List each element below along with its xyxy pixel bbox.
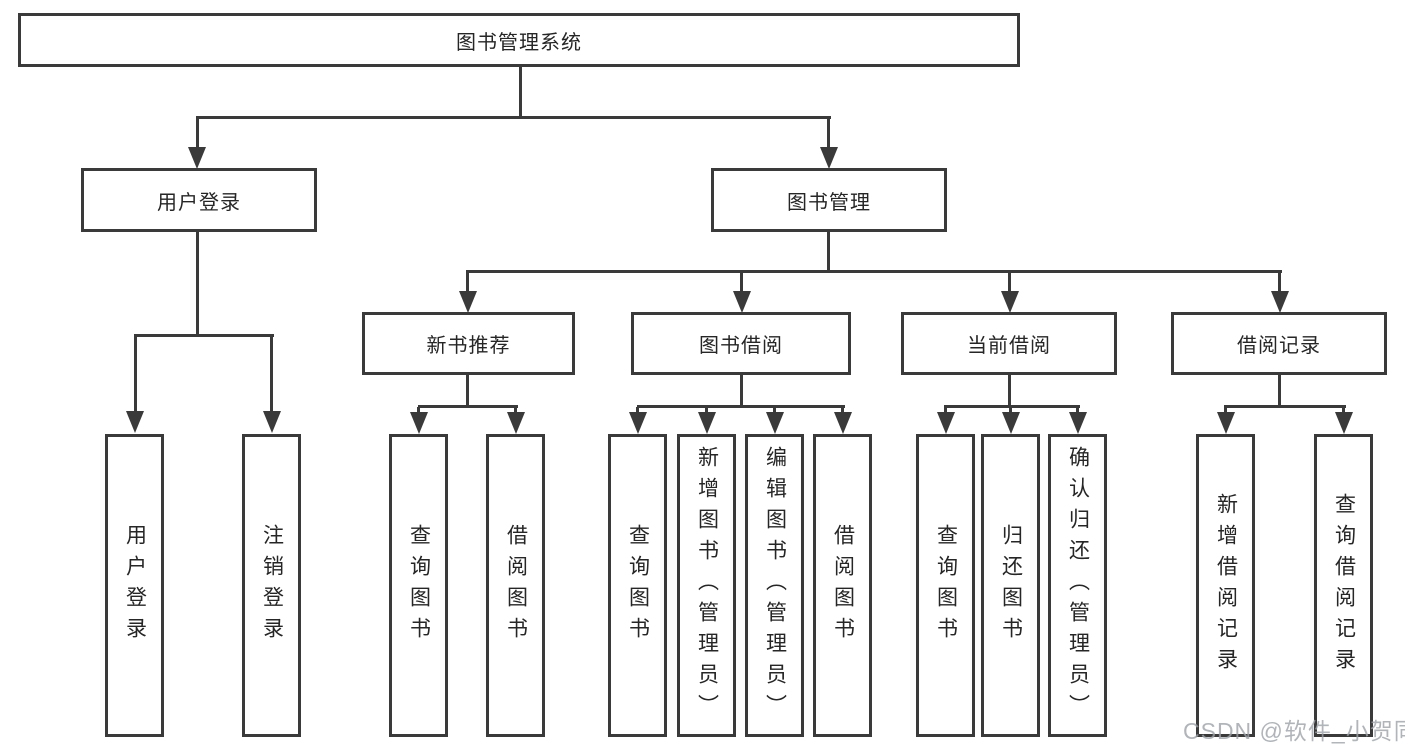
arrowhead-down-icon: [1002, 412, 1020, 434]
leaf-confirm-return-admin-label: 确认归还（管理员）: [1066, 446, 1090, 725]
leaf-confirm-return-admin: 确认归还（管理员）: [1048, 434, 1107, 737]
node-root-label: 图书管理系统: [456, 31, 582, 54]
leaf-user-login: 用户登录: [105, 434, 164, 737]
arrowhead-down-icon: [126, 411, 144, 433]
connector-line: [1278, 374, 1281, 407]
leaf-query-books-current-label: 查询图书: [934, 523, 958, 648]
connector-line: [196, 118, 199, 150]
leaf-query-borrow-record: 查询借阅记录: [1314, 434, 1373, 737]
node-user-login: 用户登录: [81, 168, 317, 232]
connector-line: [134, 336, 137, 413]
connector-line: [944, 405, 1080, 408]
connector-line: [1224, 407, 1227, 414]
arrowhead-down-icon: [1001, 291, 1019, 313]
connector-line: [466, 272, 469, 293]
arrowhead-down-icon: [459, 291, 477, 313]
node-borrow-records-label: 借阅记录: [1237, 335, 1321, 357]
arrowhead-down-icon: [507, 412, 525, 434]
arrowhead-down-icon: [766, 412, 784, 434]
connector-line: [196, 232, 199, 336]
watermark: CSDN @软件_小贺同学: [1183, 718, 1405, 744]
node-root: 图书管理系统: [18, 13, 1020, 67]
connector-line: [740, 272, 743, 293]
leaf-logout: 注销登录: [242, 434, 301, 737]
node-current-borrow: 当前借阅: [901, 312, 1117, 375]
leaf-borrow-books-recommend-label: 借阅图书: [504, 523, 528, 648]
leaf-borrow-books-recommend: 借阅图书: [486, 434, 545, 737]
connector-line: [466, 270, 1282, 273]
leaf-borrow-books: 借阅图书: [813, 434, 872, 737]
leaf-logout-label: 注销登录: [260, 523, 284, 648]
node-book-management: 图书管理: [711, 168, 947, 232]
connector-line: [773, 407, 776, 414]
connector-line: [636, 407, 639, 414]
node-book-borrow-label: 图书借阅: [699, 335, 783, 357]
arrowhead-down-icon: [188, 147, 206, 169]
leaf-return-book: 归还图书: [981, 434, 1040, 737]
connector-line: [944, 407, 947, 414]
connector-line: [827, 232, 830, 272]
arrowhead-down-icon: [937, 412, 955, 434]
leaf-add-book-admin-label: 新增图书（管理员）: [695, 446, 719, 725]
connector-line: [514, 407, 517, 414]
connector-line: [1224, 405, 1346, 408]
arrowhead-down-icon: [1335, 412, 1353, 434]
arrowhead-down-icon: [1069, 412, 1087, 434]
node-current-borrow-label: 当前借阅: [967, 335, 1051, 357]
node-book-management-label: 图书管理: [787, 191, 871, 214]
connector-line: [1008, 272, 1011, 293]
arrowhead-down-icon: [820, 147, 838, 169]
leaf-add-borrow-record: 新增借阅记录: [1196, 434, 1255, 737]
connector-line: [1278, 272, 1281, 293]
connector-line: [637, 405, 845, 408]
connector-line: [841, 407, 844, 414]
leaf-query-books-recommend-label: 查询图书: [407, 523, 431, 648]
arrowhead-down-icon: [629, 412, 647, 434]
arrowhead-down-icon: [263, 411, 281, 433]
connector-line: [740, 374, 743, 407]
arrowhead-down-icon: [1217, 412, 1235, 434]
arrowhead-down-icon: [1271, 291, 1289, 313]
arrowhead-down-icon: [733, 291, 751, 313]
leaf-user-login-label: 用户登录: [123, 523, 147, 648]
connector-line: [270, 336, 273, 413]
connector-line: [705, 407, 708, 414]
connector-line: [827, 118, 830, 150]
node-user-login-label: 用户登录: [157, 191, 241, 214]
connector-line: [1076, 407, 1079, 414]
leaf-add-book-admin: 新增图书（管理员）: [677, 434, 736, 737]
arrowhead-down-icon: [410, 412, 428, 434]
leaf-edit-book-admin: 编辑图书（管理员）: [745, 434, 804, 737]
connector-line: [1008, 374, 1011, 407]
leaf-query-books-borrow-label: 查询图书: [626, 523, 650, 648]
node-new-book-recommend-label: 新书推荐: [426, 335, 511, 357]
connector-line: [1342, 407, 1345, 414]
leaf-borrow-books-label: 借阅图书: [831, 523, 855, 648]
leaf-query-books-recommend: 查询图书: [389, 434, 448, 737]
connector-line: [466, 374, 469, 407]
connector-line: [134, 334, 274, 337]
leaf-add-borrow-record-label: 新增借阅记录: [1214, 492, 1238, 679]
connector-line: [418, 405, 518, 408]
arrowhead-down-icon: [698, 412, 716, 434]
node-new-book-recommend: 新书推荐: [362, 312, 575, 375]
leaf-return-book-label: 归还图书: [999, 523, 1023, 648]
leaf-edit-book-admin-label: 编辑图书（管理员）: [763, 446, 787, 725]
node-book-borrow: 图书借阅: [631, 312, 851, 375]
arrowhead-down-icon: [834, 412, 852, 434]
connector-line: [196, 116, 831, 119]
connector-line: [1009, 407, 1012, 414]
connector-line: [519, 64, 522, 118]
connector-line: [417, 407, 420, 414]
leaf-query-books-borrow: 查询图书: [608, 434, 667, 737]
leaf-query-borrow-record-label: 查询借阅记录: [1332, 492, 1356, 679]
leaf-query-books-current: 查询图书: [916, 434, 975, 737]
node-borrow-records: 借阅记录: [1171, 312, 1387, 375]
